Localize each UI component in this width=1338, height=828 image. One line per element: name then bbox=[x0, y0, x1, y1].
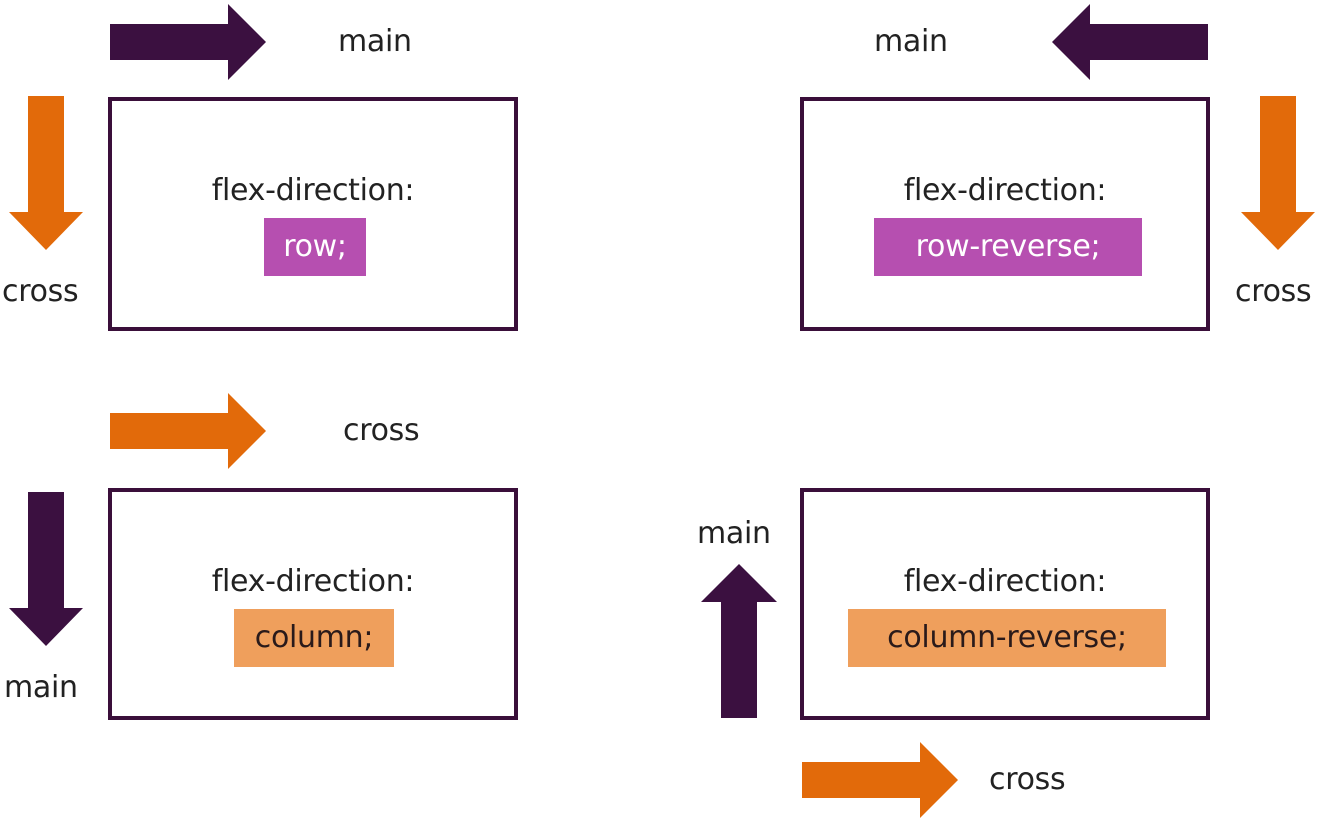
cross-axis-label: cross bbox=[989, 762, 1066, 797]
main-axis-label: main bbox=[4, 670, 78, 705]
column-panel: flex-direction: column; bbox=[108, 488, 518, 720]
value-badge: column; bbox=[234, 609, 394, 667]
main-axis-label: main bbox=[338, 24, 412, 59]
cross-axis-label: cross bbox=[2, 274, 79, 309]
row-panel: flex-direction: row; bbox=[108, 97, 518, 331]
value-badge: column-reverse; bbox=[848, 609, 1166, 667]
cross-axis-arrow-down-icon bbox=[9, 96, 83, 250]
row-reverse-panel: flex-direction: row-reverse; bbox=[800, 97, 1210, 331]
value-badge: row-reverse; bbox=[874, 218, 1142, 276]
main-axis-arrow-up-icon bbox=[701, 564, 777, 718]
cross-axis-arrow-right-icon bbox=[802, 742, 958, 818]
main-axis-arrow-down-icon bbox=[9, 492, 83, 646]
cross-axis-label: cross bbox=[343, 413, 420, 448]
main-axis-arrow-left-icon bbox=[1052, 4, 1208, 80]
main-axis-label: main bbox=[697, 516, 771, 551]
main-axis-arrow-right-icon bbox=[110, 4, 266, 80]
cross-axis-label: cross bbox=[1235, 274, 1312, 309]
value-badge: row; bbox=[264, 218, 366, 276]
property-label: flex-direction: bbox=[903, 564, 1107, 599]
property-label: flex-direction: bbox=[211, 173, 415, 208]
property-label: flex-direction: bbox=[211, 564, 415, 599]
property-label: flex-direction: bbox=[903, 173, 1107, 208]
cross-axis-arrow-right-icon bbox=[110, 393, 266, 469]
column-reverse-panel: flex-direction: column-reverse; bbox=[800, 488, 1210, 720]
cross-axis-arrow-down-icon bbox=[1241, 96, 1315, 250]
main-axis-label: main bbox=[874, 24, 948, 59]
